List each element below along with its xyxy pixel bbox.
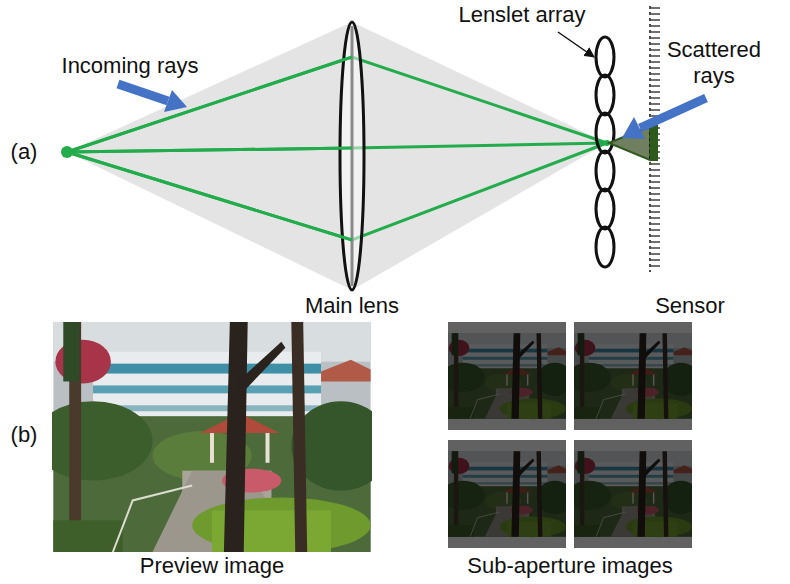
sensor-tick — [651, 55, 660, 56]
green-ray — [67, 143, 607, 152]
sensor-tick — [651, 265, 660, 266]
sensor-tick — [651, 175, 660, 176]
callout-label: Lenslet array — [458, 2, 585, 28]
dark-overlay — [448, 322, 566, 430]
point-source — [61, 146, 73, 158]
part-label: Main lens — [305, 293, 399, 319]
sensor-tick — [651, 241, 660, 242]
lenslet-array — [596, 37, 614, 267]
lenslet — [596, 151, 614, 191]
sensor-tick — [651, 169, 660, 170]
arrow-head — [164, 90, 187, 112]
leader-line — [558, 32, 594, 57]
sensor-tick — [651, 31, 660, 32]
sensor-ticks — [651, 8, 660, 266]
sensor-tick — [651, 205, 660, 206]
green-ray — [67, 152, 352, 240]
sensor-tick — [651, 79, 660, 80]
sensor-tick — [651, 85, 660, 86]
green-ray — [67, 148, 352, 152]
preview-photo — [34, 322, 391, 553]
lens-axis — [351, 26, 354, 286]
callout-label: Incoming rays — [62, 53, 199, 79]
sensor-tick — [651, 13, 660, 14]
sensor-tick — [651, 187, 660, 188]
sensor-tick — [651, 199, 660, 200]
dark-overlay — [574, 322, 692, 430]
sensor-tick — [651, 223, 660, 224]
arrow-shaft — [118, 84, 168, 101]
lenslet — [596, 113, 614, 153]
sensor-tick — [651, 97, 660, 98]
sensor-tick — [651, 49, 660, 50]
sensor-tick — [651, 163, 660, 164]
sensor-hit — [650, 125, 658, 161]
sensor-tick — [651, 211, 660, 212]
sensor-tick — [651, 61, 660, 62]
sensor-tick — [651, 235, 660, 236]
sensor-tick — [651, 247, 660, 248]
sensor-tick — [651, 43, 660, 44]
sensor-tick — [651, 217, 660, 218]
arrow-head — [622, 117, 645, 139]
part-label: Sensor — [655, 293, 725, 319]
panel-letter: (a) — [11, 139, 38, 165]
lenslet — [596, 37, 614, 77]
green-ray — [67, 143, 607, 240]
sensor-tick — [651, 229, 660, 230]
callout-arrow — [118, 84, 187, 112]
sensor-tick — [651, 181, 660, 182]
panel-letter: (b) — [11, 422, 38, 448]
sensor-tick — [651, 193, 660, 194]
lenslet — [596, 189, 614, 229]
arrow-shaft — [640, 98, 706, 128]
sensor-tick — [651, 67, 660, 68]
dark-overlay — [448, 440, 566, 548]
sensor-tick — [651, 91, 660, 92]
callout-arrow — [622, 98, 706, 139]
sensor-tick — [651, 103, 660, 104]
sensor-tick — [651, 73, 660, 74]
sensor-tick — [651, 259, 660, 260]
sensor-tick — [651, 109, 660, 110]
sensor-tick — [651, 37, 660, 38]
sensor-tick — [651, 7, 660, 8]
sensor-tick — [651, 19, 660, 20]
lenslet — [596, 75, 614, 115]
caption-label: Sub-aperture images — [467, 553, 672, 579]
callout-label: Scattered rays — [664, 37, 764, 89]
caption-label: Preview image — [140, 553, 284, 579]
dark-overlay — [574, 440, 692, 548]
sensor-tick — [651, 25, 660, 26]
main-lens — [340, 22, 364, 290]
sensor-tick — [651, 253, 660, 254]
sub-aperture-grid — [441, 322, 700, 548]
lenslet — [596, 227, 614, 267]
